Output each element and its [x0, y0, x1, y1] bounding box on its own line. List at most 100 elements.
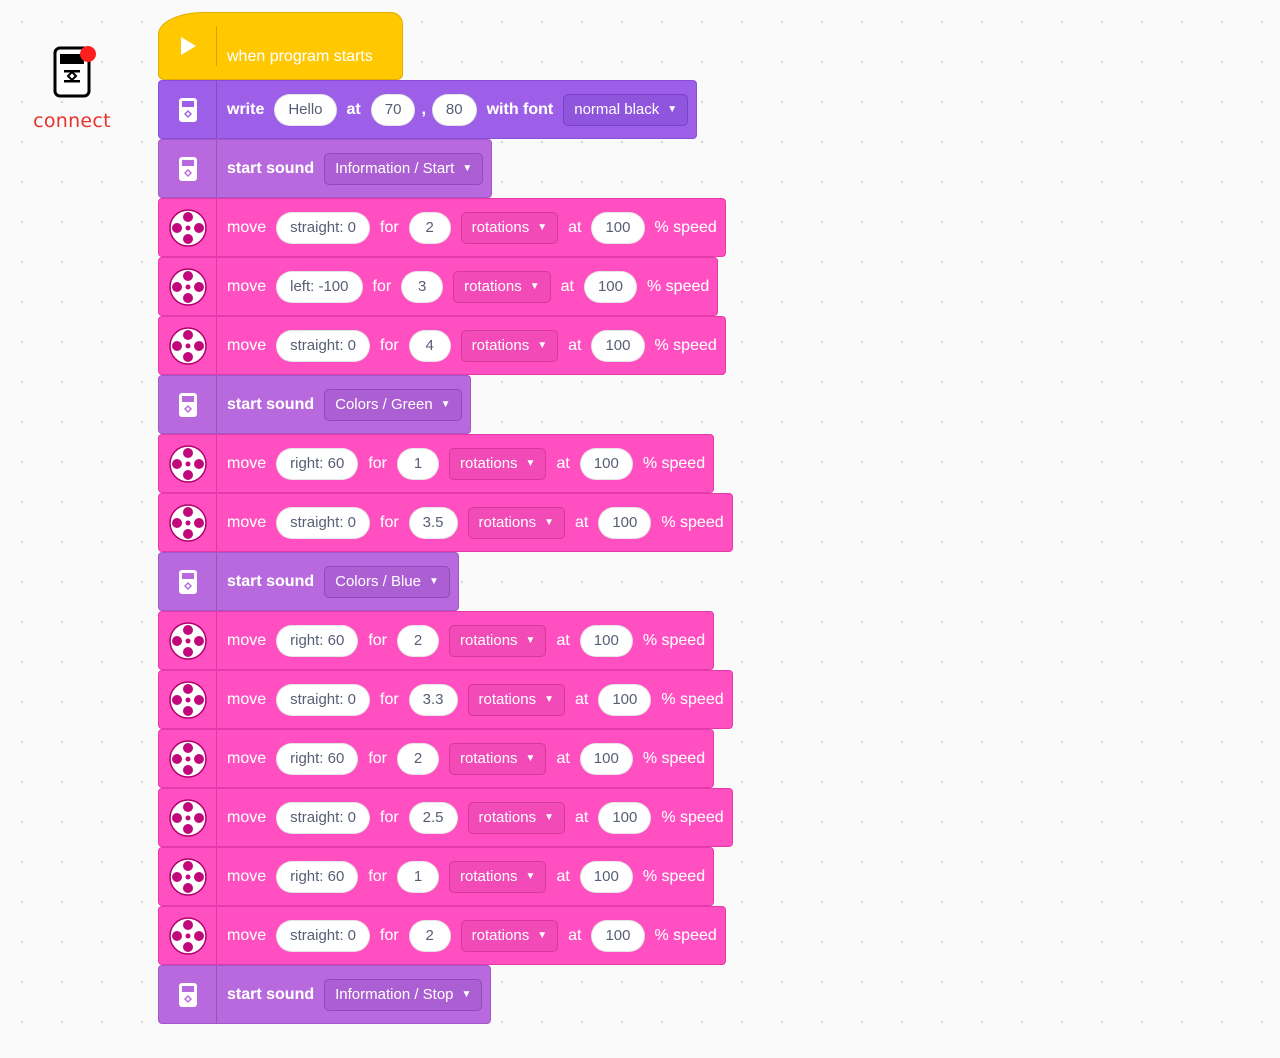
unit-dropdown[interactable]: rotations▼ — [449, 447, 547, 480]
amount-input[interactable]: 4 — [408, 329, 451, 362]
at-label: at — [556, 749, 570, 767]
sound-dropdown[interactable]: Information / Stop▼ — [324, 978, 483, 1011]
motor-pair-icon — [159, 494, 217, 551]
sound-dropdown[interactable]: Colors / Blue ▼ — [324, 565, 450, 598]
unit-dropdown[interactable]: rotations▼ — [453, 270, 551, 303]
for-label: for — [380, 513, 399, 531]
speed-label: % speed — [642, 749, 706, 767]
amount-input[interactable]: 3 — [401, 270, 444, 303]
y-input[interactable]: 80 — [431, 93, 477, 126]
steering-input[interactable]: straight: 0 — [276, 683, 370, 716]
amount-input[interactable]: 2 — [408, 211, 451, 244]
sound-value: Information / Start — [335, 160, 455, 177]
steering-input[interactable]: straight: 0 — [276, 329, 370, 362]
speed-input[interactable]: 100 — [598, 801, 652, 834]
speed-input[interactable]: 100 — [598, 683, 652, 716]
start-sound-label: start sound — [227, 985, 315, 1003]
chevron-down-icon: ▼ — [544, 812, 554, 823]
speed-label: % speed — [647, 277, 710, 295]
amount-input[interactable]: 2 — [408, 919, 451, 952]
chevron-down-icon: ▼ — [544, 694, 554, 705]
speed-label: % speed — [661, 513, 724, 531]
x-input[interactable]: 70 — [370, 93, 416, 126]
unit-dropdown[interactable]: rotations▼ — [460, 919, 559, 952]
steering-input[interactable]: right: 60 — [276, 742, 359, 775]
amount-input[interactable]: 3.5 — [408, 506, 458, 539]
unit-dropdown[interactable]: rotations▼ — [460, 329, 559, 362]
unit-dropdown[interactable]: rotations▼ — [449, 742, 547, 775]
steering-input[interactable]: right: 60 — [276, 447, 359, 480]
speed-input[interactable]: 100 — [583, 270, 637, 303]
connect-button[interactable]: connect — [22, 38, 122, 138]
unit-dropdown[interactable]: rotations▼ — [449, 624, 547, 657]
amount-input[interactable]: 1 — [397, 860, 439, 893]
speed-input[interactable]: 100 — [591, 211, 645, 244]
steering-input[interactable]: right: 60 — [276, 624, 359, 657]
unit-dropdown[interactable]: rotations▼ — [467, 506, 565, 539]
sound-dropdown[interactable]: Information / Start▼ — [324, 152, 484, 185]
start-sound-label: start sound — [227, 572, 315, 590]
unit-value: rotations — [471, 337, 530, 354]
speed-input[interactable]: 100 — [591, 329, 645, 362]
for-label: for — [372, 277, 392, 295]
amount-input[interactable]: 2.5 — [408, 801, 458, 834]
amount-input[interactable]: 2 — [397, 624, 439, 657]
amount-input[interactable]: 1 — [397, 447, 439, 480]
speed-label: % speed — [654, 336, 717, 354]
amount-input[interactable]: 3.3 — [408, 683, 458, 716]
font-dropdown[interactable]: normal black▼ — [563, 93, 689, 126]
unit-dropdown[interactable]: rotations▼ — [449, 860, 547, 893]
start-sound-block[interactable]: start sound Information / Stop▼ — [158, 965, 492, 1024]
speed-input[interactable]: 100 — [579, 624, 633, 657]
start-sound-block[interactable]: start sound Colors / Blue ▼ — [158, 552, 459, 611]
amount-input[interactable]: 2 — [397, 742, 439, 775]
sound-value: Colors / Green — [335, 396, 433, 413]
unit-value: rotations — [464, 278, 522, 295]
for-label: for — [368, 867, 387, 885]
unit-value: rotations — [460, 868, 518, 885]
when-program-starts-block[interactable]: when program starts — [158, 12, 403, 80]
at-label: at — [556, 631, 570, 649]
speed-input[interactable]: 100 — [579, 447, 633, 480]
sound-value: Colors / Blue — [335, 573, 421, 590]
steering-input[interactable]: right: 60 — [276, 860, 359, 893]
speed-input[interactable]: 100 — [579, 860, 633, 893]
unit-dropdown[interactable]: rotations▼ — [467, 683, 565, 716]
steering-input[interactable]: straight: 0 — [276, 211, 370, 244]
speed-input[interactable]: 100 — [591, 919, 645, 952]
chevron-down-icon: ▼ — [544, 517, 554, 528]
with-font-label: with font — [486, 100, 554, 118]
unit-dropdown[interactable]: rotations▼ — [467, 801, 565, 834]
steering-input[interactable]: straight: 0 — [276, 919, 370, 952]
at-label: at — [560, 277, 574, 295]
steering-input[interactable]: straight: 0 — [276, 506, 370, 539]
chevron-down-icon: ▼ — [429, 576, 439, 587]
hub-sound-icon — [159, 376, 217, 433]
sound-dropdown[interactable]: Colors / Green▼ — [324, 388, 462, 421]
motor-pair-icon — [159, 199, 217, 256]
speed-input[interactable]: 100 — [598, 506, 652, 539]
write-text-input[interactable]: Hello — [274, 93, 337, 126]
steering-input[interactable]: left: -100 — [276, 270, 363, 303]
for-label: for — [368, 631, 387, 649]
chevron-down-icon: ▼ — [667, 104, 678, 115]
chevron-down-icon: ▼ — [537, 930, 548, 941]
speed-input[interactable]: 100 — [579, 742, 633, 775]
steering-input[interactable]: straight: 0 — [276, 801, 370, 834]
hub-sound-icon — [159, 140, 217, 197]
unit-dropdown[interactable]: rotations▼ — [460, 211, 559, 244]
